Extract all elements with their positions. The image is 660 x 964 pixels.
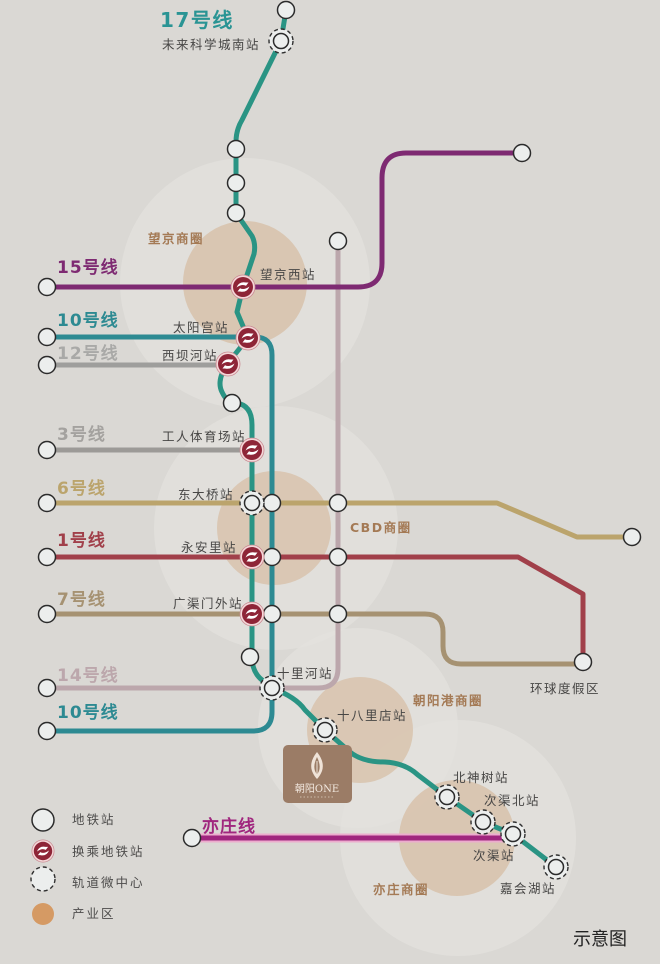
transfer-wangjingxi-icon <box>230 274 256 300</box>
micro-center-beishenshu <box>434 784 460 810</box>
station-10-south-west-end <box>37 721 57 741</box>
station-17-north-end <box>276 0 296 20</box>
label-line-3: 3号线 <box>57 424 106 445</box>
project-logo: 朝阳ONE <box>283 745 352 803</box>
micro-center-ciqubei <box>470 809 496 835</box>
station-17-a <box>226 139 246 159</box>
legend-label-industrial-zone: 产业区 <box>72 906 116 921</box>
label-line-yizhuang: 亦庄线 <box>202 816 256 837</box>
station-10-6 <box>262 493 282 513</box>
district-name-cbd: CBD商圈 <box>350 520 412 535</box>
station-3-west-end <box>37 440 57 460</box>
station-name-guangqumenwai: 广渠门外站 <box>173 596 243 611</box>
line-1-route <box>44 554 586 665</box>
transfer-station-icon <box>31 839 55 863</box>
micro-center-jiahuihu <box>543 854 569 880</box>
station-15-east-end <box>512 143 532 163</box>
station-17-b <box>226 173 246 193</box>
transfer-taiyanggong-icon <box>235 325 261 351</box>
logo-text: 朝阳ONE <box>295 783 339 795</box>
line-17-route <box>217 7 559 870</box>
station-universal-resort <box>573 652 593 672</box>
station-name-shibalidian: 十八里店站 <box>337 708 407 723</box>
station-14-7 <box>328 604 348 624</box>
station-name-universal-resort: 环球度假区 <box>530 681 600 696</box>
legend-label-subway-station: 地铁站 <box>72 812 116 827</box>
station-17-d <box>222 393 242 413</box>
station-12-west-end <box>37 355 57 375</box>
industrial-zone-icon <box>32 903 54 925</box>
station-name-gongti: 工人体育场站 <box>162 429 246 444</box>
station-name-dongdaqiao: 东大桥站 <box>178 487 234 502</box>
subway-stations <box>37 0 642 848</box>
line-14-route <box>44 238 341 691</box>
flame-icon <box>311 752 323 779</box>
station-name-wangjingxi: 望京西站 <box>260 267 316 282</box>
legend-label-transfer-station: 换乘地铁站 <box>72 844 145 859</box>
station-10-1 <box>262 547 282 567</box>
district-name-wangjing: 望京商圈 <box>148 231 204 246</box>
station-15-west-end <box>37 277 57 297</box>
station-name-xibahe: 西坝河站 <box>162 348 218 363</box>
label-line-1: 1号线 <box>57 530 106 551</box>
label-line-10: 10号线 <box>57 310 119 331</box>
line-7-route <box>44 611 586 667</box>
legend-label-micro-center: 轨道微中心 <box>72 875 145 890</box>
station-14-north-end <box>328 231 348 251</box>
micro-center-ciqu <box>500 821 526 847</box>
subway-station-icon <box>31 808 55 832</box>
station-yizhuang-west-end <box>182 828 202 848</box>
line-15-route <box>44 150 525 290</box>
transfer-guangqumenwai-icon <box>239 601 265 627</box>
district-names: 望京商圈 CBD商圈 朝阳港商圈 亦庄商圈 <box>148 231 483 897</box>
station-10-west-end <box>37 327 57 347</box>
label-line-12: 12号线 <box>57 343 119 364</box>
label-line-6: 6号线 <box>57 478 106 499</box>
micro-center-weilai <box>268 28 294 54</box>
station-14-west-end <box>37 678 57 698</box>
label-line-14: 14号线 <box>57 665 119 686</box>
label-line-7: 7号线 <box>57 589 106 610</box>
label-line-10-south: 10号线 <box>57 702 119 723</box>
station-6-west-end <box>37 493 57 513</box>
label-line-15: 15号线 <box>57 257 119 278</box>
transit-micro-center-icon <box>30 866 56 892</box>
station-17-c <box>226 203 246 223</box>
line-10-route <box>44 334 275 734</box>
station-name-ciqu: 次渠站 <box>473 848 515 863</box>
label-line-17: 17号线 <box>160 8 234 32</box>
transfer-yonganli-icon <box>239 544 265 570</box>
station-6-east-end <box>622 527 642 547</box>
micro-center-dongdaqiao <box>239 490 265 516</box>
station-1-west-end <box>37 547 57 567</box>
district-name-chaoyanggang: 朝阳港商圈 <box>413 693 483 708</box>
schematic-note: 示意图 <box>573 929 627 950</box>
district-name-yizhuang: 亦庄商圈 <box>373 882 429 897</box>
micro-center-shibalidian <box>312 717 338 743</box>
station-name-jiahuihu: 嘉会湖站 <box>500 881 556 896</box>
station-name-beishenshu: 北神树站 <box>453 770 509 785</box>
station-7-west-end <box>37 604 57 624</box>
station-name-weilai: 未来科学城南站 <box>162 37 260 52</box>
station-14-1 <box>328 547 348 567</box>
station-names: 未来科学城南站 望京西站 太阳宫站 西坝河站 工人体育场站 东大桥站 永安里站 … <box>162 37 600 896</box>
station-10-7 <box>262 604 282 624</box>
transfer-xibahe-icon <box>215 351 241 377</box>
station-name-shilihe: 十里河站 <box>277 666 333 681</box>
station-17-e <box>240 647 260 667</box>
line-labels: 17号线 15号线 10号线 12号线 3号线 6号线 1号线 7号线 14号线… <box>57 8 256 837</box>
station-name-yonganli: 永安里站 <box>181 540 237 555</box>
routes <box>44 7 635 870</box>
station-name-ciqubei: 次渠北站 <box>484 793 540 808</box>
station-14-6 <box>328 493 348 513</box>
legend: 地铁站 换乘地铁站 轨道微中心 产业区 <box>30 808 145 925</box>
station-name-taiyanggong: 太阳宫站 <box>173 320 229 335</box>
